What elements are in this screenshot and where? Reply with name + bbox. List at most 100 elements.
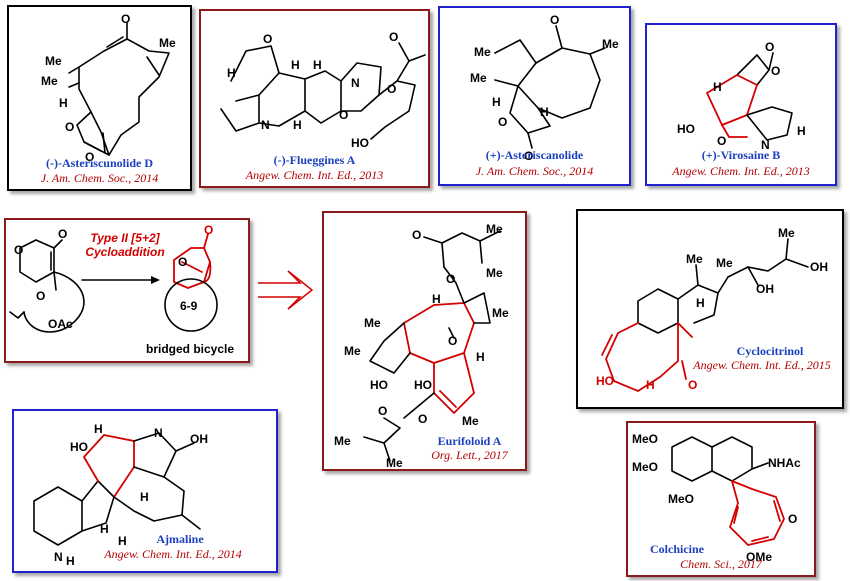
h-label: H [140, 490, 149, 504]
compound-card-virosaine-b: O O H HO O N H (+)-Virosaine B Angew. Ch… [645, 23, 837, 186]
h-label: H [227, 66, 236, 80]
methyl-label: Me [492, 306, 509, 320]
h-label: H [293, 118, 302, 132]
o-label: O [412, 228, 421, 242]
methyl-label: Me [41, 74, 58, 88]
ring-o-label: O [14, 243, 23, 257]
virosaine-b-structure: O O H HO O N H [677, 40, 806, 152]
hydroxyl-label: HO [70, 440, 88, 454]
methyl-label: Me [602, 37, 619, 51]
compound-card-asteriscanolide: O Me Me Me H O O H (+)-Asteriscanolide J… [438, 6, 631, 186]
n-label: N [261, 118, 270, 132]
hydroxyl-label: OH [810, 260, 828, 274]
reaction-type-line2: Cycloaddition [85, 244, 165, 259]
compound-name: (-)-Asteriscunolide D [46, 156, 153, 170]
lactone-o-label: O [85, 150, 94, 164]
o-label: O [498, 115, 507, 129]
h-label: H [797, 124, 806, 138]
methyl-label: Me [334, 434, 351, 448]
hydroxyl-label: HO [351, 136, 369, 150]
methyl-label: Me [386, 456, 403, 470]
product-carbonyl-o-label: O [204, 223, 213, 237]
compound-reference: Chem. Sci., 2017 [680, 557, 762, 571]
o-label: O [524, 149, 533, 163]
compound-card-eurifoloid-a: Me O Me O H Me Me O H Me HO HO Me O O Me… [322, 211, 527, 471]
reaction-scheme-card: O O O OAc O O 6-9 Type II [5+2] Cycloadd… [4, 218, 250, 363]
hydroxyl-label: HO [596, 374, 614, 388]
product-label: bridged bicycle [146, 342, 235, 356]
compound-card-cyclocitrinol: HO H O H Me Me OH Me OH Cyclocitrinol An… [576, 209, 844, 409]
methyl-label: Me [470, 71, 487, 85]
h-label: H [100, 522, 109, 536]
compound-name: Eurifoloid A [437, 434, 502, 448]
carbonyl-o-label: O [448, 334, 457, 348]
methyl-label: Me [716, 256, 733, 270]
o-label: O [389, 30, 398, 44]
compound-name: (+)-Virosaine B [701, 148, 781, 162]
h-label: H [313, 58, 322, 72]
carbonyl-o-label: O [688, 378, 697, 392]
acetamide-label: NHAc [768, 456, 801, 470]
h-label: H [94, 422, 103, 436]
methyl-label: Me [462, 414, 479, 428]
carbonyl-o-label: O [550, 13, 559, 27]
hydroxyl-label: HO [414, 378, 432, 392]
asteriscanolide-structure: O Me Me Me H O O H [470, 13, 619, 163]
carbonyl-o-label: O [121, 12, 130, 26]
methyl-label: Me [486, 222, 503, 236]
ajmaline-structure: HO H N OH H H N H H [33, 422, 208, 568]
methyl-label: Me [159, 36, 176, 50]
o-label: O [717, 134, 726, 148]
methyl-label: Me [344, 344, 361, 358]
methyl-label: Me [474, 45, 491, 59]
o-label: O [387, 82, 396, 96]
compound-name: Cyclocitrinol [736, 344, 804, 358]
h-label: H [432, 292, 441, 306]
h-label: H [540, 105, 549, 119]
bridge-o-label: O [178, 255, 187, 269]
hydroxyl-label: HO [677, 122, 695, 136]
methyl-label: Me [45, 54, 62, 68]
methoxy-label: OMe [746, 550, 772, 564]
flueggines-a-structure: O O H H H N H O N O HO [220, 30, 426, 150]
methoxy-label: MeO [632, 460, 658, 474]
methoxy-label: MeO [632, 432, 658, 446]
h-label: H [492, 95, 501, 109]
compound-reference: J. Am. Chem. Soc., 2014 [40, 171, 159, 185]
colchicine-structure: MeO MeO MeO NHAc O OMe [632, 432, 801, 564]
cyclocitrinol-structure: HO H O H Me Me OH Me OH [596, 226, 828, 392]
compound-reference: Org. Lett., 2017 [431, 448, 508, 462]
compound-name: (-)-Flueggines A [273, 153, 356, 167]
o-label: O [765, 40, 774, 54]
hydroxyl-label: OH [190, 432, 208, 446]
compound-reference: J. Am. Chem. Soc., 2014 [475, 164, 594, 178]
compound-name: Colchicine [650, 542, 704, 556]
compound-name: Ajmaline [156, 532, 204, 546]
h-label: H [118, 534, 127, 548]
acetate-label: OAc [48, 317, 73, 331]
hydroxyl-label: HO [370, 378, 388, 392]
methyl-label: Me [686, 252, 703, 266]
compound-reference: Angew. Chem. Int. Ed., 2013 [245, 168, 384, 182]
compound-card-flueggines-a: O O H H H N H O N O HO (-)-Flueggines A … [199, 9, 430, 188]
methyl-label: Me [778, 226, 795, 240]
n-label: N [351, 76, 360, 90]
o-label: O [263, 32, 272, 46]
h-label: H [476, 350, 485, 364]
o-label: O [339, 108, 348, 122]
h-label: H [291, 58, 300, 72]
cycloaddition-scheme: O O O OAc O O 6-9 [9, 223, 218, 333]
compound-name: (+)-Asteriscanolide [485, 148, 584, 162]
indoline-n-label: N [54, 550, 63, 564]
n-label: N [154, 426, 163, 440]
methyl-label: Me [364, 316, 381, 330]
h-label: H [713, 80, 722, 94]
carbonyl-o-label: O [58, 227, 67, 241]
compound-reference: Angew. Chem. Int. Ed., 2013 [672, 164, 810, 178]
o-label: O [771, 64, 780, 78]
hydroxyl-label: OH [756, 282, 774, 296]
eurifoloid-a-structure: Me O Me O H Me Me O H Me HO HO Me O O Me… [334, 222, 509, 470]
carbonyl-o-label: O [788, 512, 797, 526]
compound-reference: Angew. Chem. Int. Ed., 2015 [693, 358, 831, 372]
indoline-h-label: H [66, 554, 75, 568]
